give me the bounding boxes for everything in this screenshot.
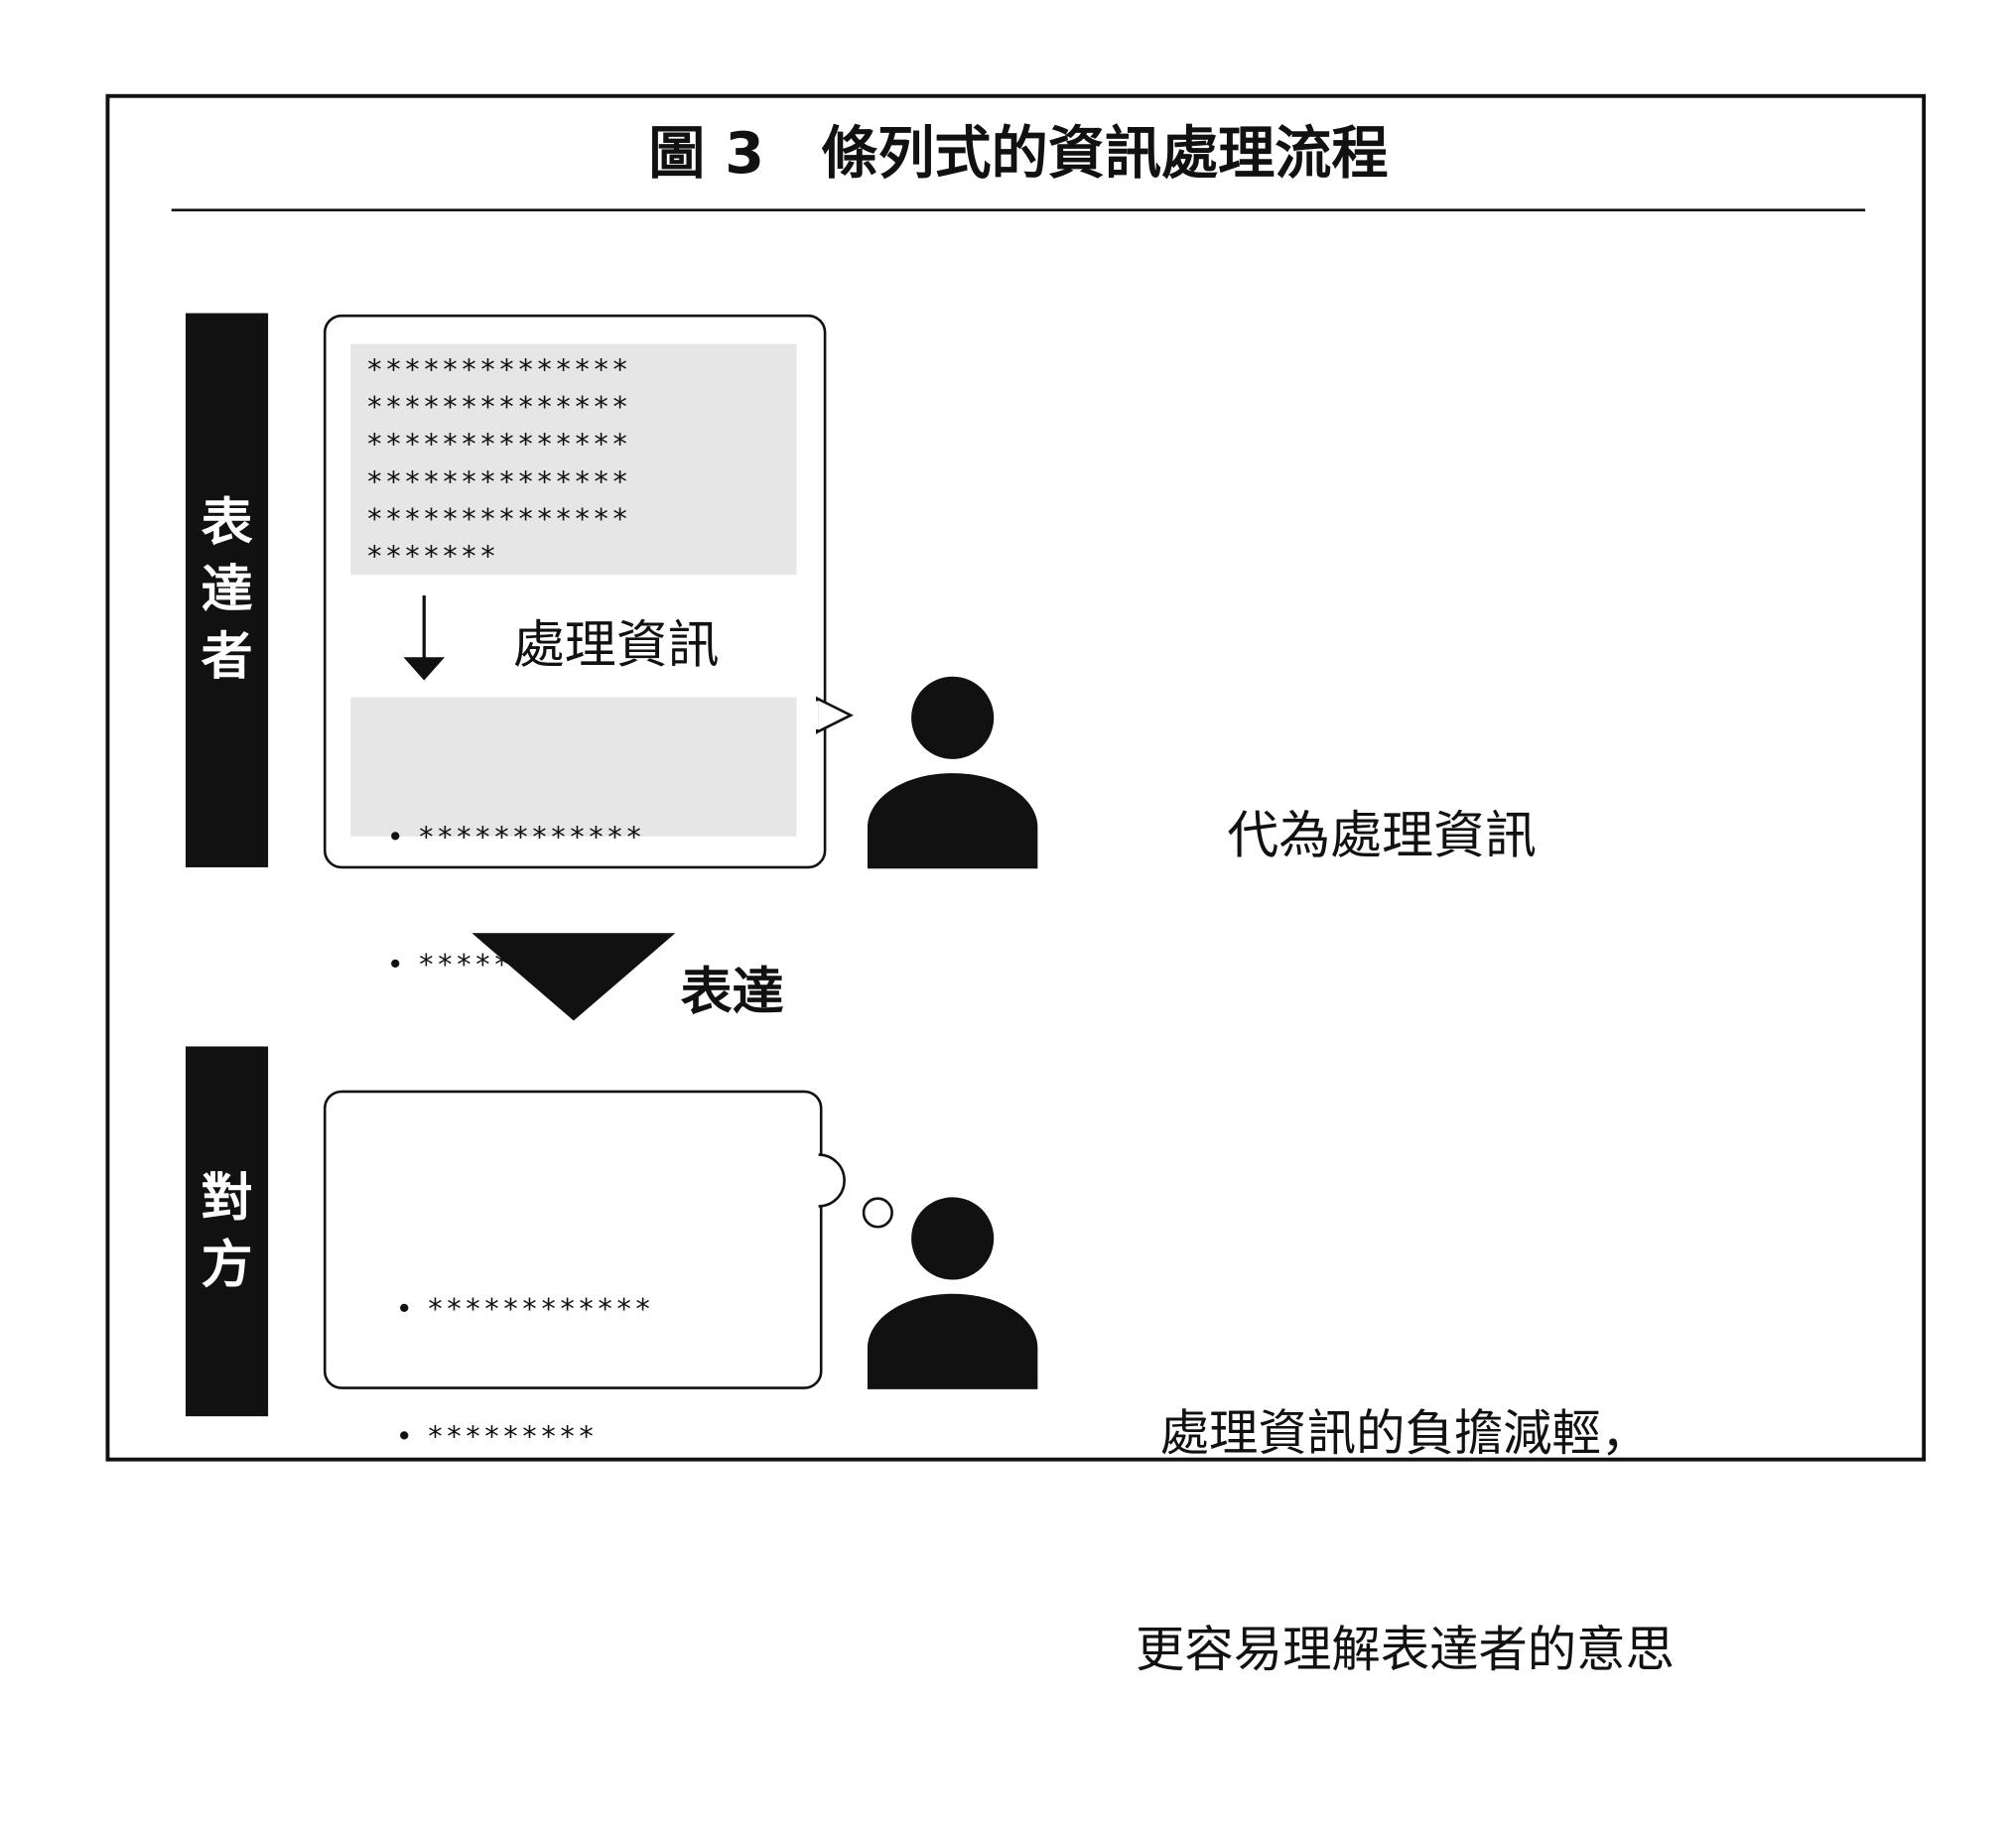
raw-text-line: ************** [365, 391, 631, 425]
listener-label-char: 對 [201, 1168, 253, 1228]
listener-note: 處理資訊的負擔減輕， 更容易理解表達者的意思 [1057, 1252, 1753, 1830]
thought-bubble-bump [812, 1153, 846, 1208]
down-arrow-icon [403, 594, 446, 681]
speaker-label-char: 達 [201, 560, 253, 620]
raw-text-line: ************** [365, 354, 631, 387]
raw-text-block: ****************************************… [366, 352, 630, 577]
listener-bullet-list: •************ •********* [396, 1204, 653, 1544]
speaker-person-icon [867, 676, 1038, 869]
figure-frame [105, 93, 1927, 1462]
bullet-item: •************ [386, 822, 644, 854]
listener-person-icon [867, 1197, 1038, 1389]
speaker-label-char: 表 [201, 493, 253, 554]
raw-text-line: ************** [365, 503, 631, 537]
raw-text-panel: ****************************************… [350, 343, 797, 577]
listener-thought-bubble [323, 1090, 823, 1389]
title-divider [171, 208, 1866, 211]
figure-canvas: 圖 3 條列式的資訊處理流程 表 達 者 *******************… [105, 93, 1927, 1678]
listener-note-line: 處理資訊的負擔減輕， [1159, 1404, 1651, 1462]
thought-bubble-dot [862, 1197, 893, 1229]
processed-text-panel: •************ •********* [350, 697, 797, 982]
process-label: 處理資訊 [512, 615, 720, 676]
speaker-side-label: 表 達 者 [185, 313, 269, 867]
listener-side-label: 對 方 [185, 1046, 269, 1417]
processed-bullet-list: •************ •********* [387, 732, 644, 1073]
listener-note-line: 更容易理解表達者的意思 [1136, 1621, 1675, 1678]
transition-label: 表達 [680, 963, 784, 1022]
figure-title: 圖 3 條列式的資訊處理流程 [648, 121, 1389, 188]
transition-triangle-icon [471, 933, 676, 1021]
bullet-item: •************ [395, 1293, 654, 1327]
raw-text-line: ******* [365, 541, 498, 574]
bullet-item: •********* [395, 1421, 598, 1454]
speaker-note: 代為處理資訊 [1227, 806, 1537, 866]
speech-bubble-tail [813, 696, 854, 734]
raw-text-line: ************** [365, 466, 631, 499]
speaker-label-char: 者 [201, 627, 253, 688]
listener-label-char: 方 [201, 1235, 253, 1295]
raw-text-line: ************** [365, 429, 631, 461]
